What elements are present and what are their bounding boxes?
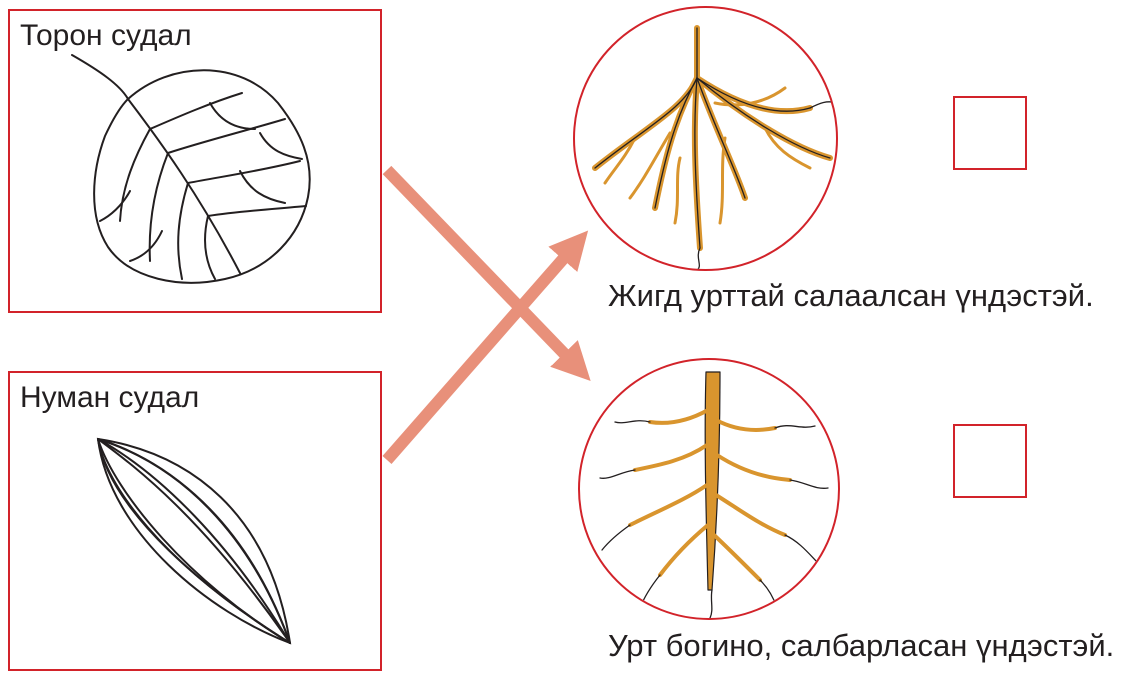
fibrous-root-illustration: [575, 8, 838, 271]
taproot-illustration: [580, 360, 840, 620]
arc-vein-label: Нуман судал: [20, 381, 199, 415]
arc-veined-leaf-illustration: [10, 373, 384, 673]
fibrous-root-circle: [573, 6, 838, 271]
fibrous-root-answer-box[interactable]: [953, 96, 1027, 170]
taproot-answer-box[interactable]: [953, 424, 1027, 498]
fibrous-root-caption: Жигд урттай салаалсан үндэстэй.: [608, 278, 1094, 314]
net-veined-leaf-illustration: [10, 11, 384, 315]
arc-vein-leaf-box: Нуман судал: [8, 371, 382, 671]
net-vein-leaf-box: Торон судал: [8, 9, 382, 313]
taproot-circle: [578, 358, 840, 620]
taproot-caption: Урт богино, салбарласан үндэстэй.: [608, 628, 1114, 664]
net-vein-label: Торон судал: [20, 19, 192, 53]
